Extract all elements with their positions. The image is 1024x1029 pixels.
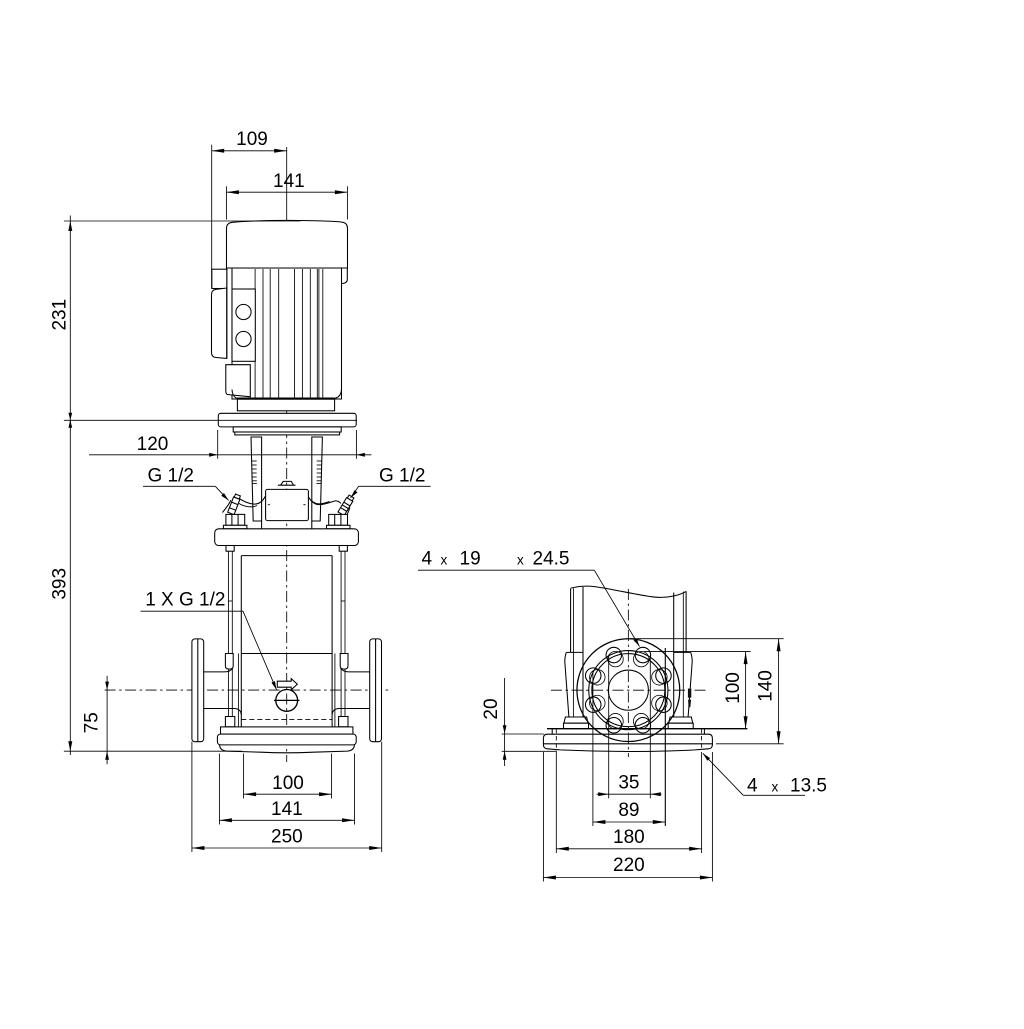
svg-text:180: 180 <box>613 827 645 848</box>
svg-text:141: 141 <box>273 171 305 192</box>
svg-text:109: 109 <box>236 129 268 150</box>
svg-text:100: 100 <box>723 672 744 704</box>
svg-text:35: 35 <box>618 773 639 794</box>
svg-text:13.5: 13.5 <box>790 776 827 797</box>
svg-text:89: 89 <box>618 800 639 821</box>
svg-text:x: x <box>517 553 524 568</box>
svg-text:4: 4 <box>422 549 433 570</box>
svg-text:75: 75 <box>82 712 103 733</box>
svg-text:G 1/2: G 1/2 <box>148 466 194 487</box>
svg-text:19: 19 <box>460 549 481 570</box>
svg-text:G 1/2: G 1/2 <box>379 466 425 487</box>
svg-text:220: 220 <box>613 855 645 876</box>
svg-text:231: 231 <box>50 299 71 331</box>
svg-text:141: 141 <box>271 799 303 820</box>
svg-text:1 X G 1/2: 1 X G 1/2 <box>145 589 225 610</box>
svg-text:24.5: 24.5 <box>533 549 570 570</box>
svg-text:100: 100 <box>272 773 304 794</box>
svg-text:20: 20 <box>481 698 502 719</box>
svg-text:393: 393 <box>50 568 71 600</box>
svg-text:120: 120 <box>137 434 169 455</box>
svg-text:250: 250 <box>271 827 303 848</box>
svg-text:x: x <box>441 553 448 568</box>
svg-text:140: 140 <box>756 670 777 702</box>
svg-text:x: x <box>772 780 779 795</box>
svg-text:4: 4 <box>747 776 758 797</box>
